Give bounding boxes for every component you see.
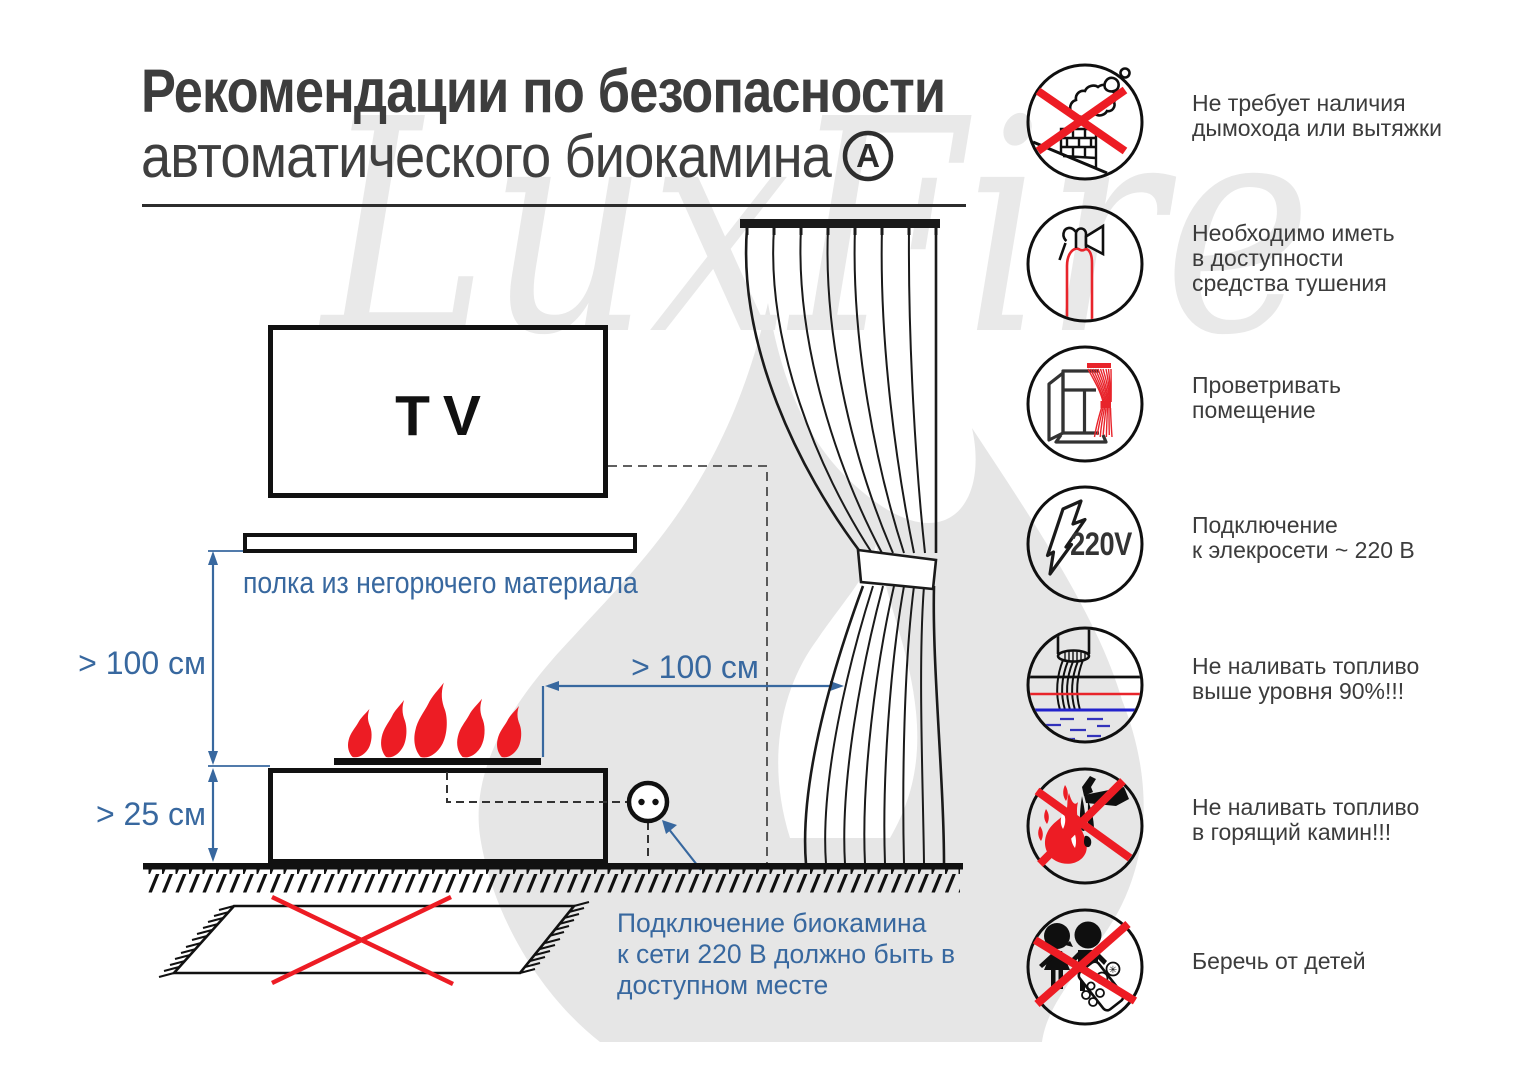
dimension-fireplace-to-curtain: [541, 681, 844, 757]
floor-hatching: [146, 869, 960, 893]
page-title: Рекомендации по безопасности: [141, 57, 946, 125]
power-outlet-icon: [626, 780, 670, 824]
recommendation-text: Необходимо иметь в доступности средства …: [1192, 219, 1395, 296]
window-curtain-icon: [1087, 363, 1113, 438]
curtain-rod: [740, 219, 940, 228]
recommendation-row-fuel-level: Не наливать топливо выше уровня 90%!!!: [1025, 625, 1485, 745]
automatic-mark-badge: A: [842, 130, 894, 182]
recommendation-text: Не наливать топливо выше уровня 90%!!!: [1192, 653, 1420, 704]
recommendation-text: Подключение к элекросети ~ 220 В: [1192, 512, 1415, 563]
prohibition-cross-icon: [1034, 778, 1133, 867]
fuel-level-icon: [1026, 626, 1144, 744]
power-220v-icon: 220V: [1026, 485, 1144, 603]
dimension-floor-label: > 25 см: [95, 796, 206, 832]
burner-plate: [334, 758, 541, 765]
recommendation-row-no-chimney: Не требует наличия дымохода или вытяжки: [1025, 62, 1485, 182]
recommendation-text: Не наливать топливо в горящий камин!!!: [1192, 794, 1420, 845]
fire-flames-icon: [347, 682, 522, 758]
recommendation-row-ventilate: Проветривать помещение: [1025, 344, 1485, 464]
rug: [158, 901, 590, 978]
recommendation-text: Не требует наличия дымохода или вытяжки: [1192, 90, 1442, 141]
no-chimney-icon: [1026, 63, 1144, 181]
curtain: [740, 219, 946, 865]
dimension-fireplace-to-floor: [208, 768, 218, 862]
page-subtitle: автоматического биокамина: [141, 123, 832, 190]
dimension-shelf-to-fireplace: [208, 550, 270, 767]
fireplace-cabinet: [268, 768, 608, 864]
prohibition-cross-icon: [1032, 920, 1138, 1008]
outlet-pointer-arrow: [662, 820, 702, 871]
voltage-label: 220V: [1070, 527, 1132, 563]
lightning-bolt-icon: [1045, 499, 1087, 576]
dimension-curtain-label: > 100 см: [631, 649, 759, 685]
tv-box: [268, 325, 608, 498]
rug-prohibition-cross: [271, 894, 454, 987]
recommendation-text: Проветривать помещение: [1192, 372, 1342, 423]
automatic-mark-letter: A: [856, 137, 880, 174]
prohibition-cross-icon: [1035, 86, 1128, 155]
curtain-tie: [856, 548, 938, 591]
room-diagram: [143, 219, 963, 987]
keep-from-children-icon: ✳: [1026, 908, 1144, 1026]
shelf-material-label: полка из негорючего материала: [243, 565, 638, 600]
rug-fringe-right: [519, 901, 590, 974]
title-divider: [142, 204, 966, 207]
outlet-access-note: Подключение биокамина к сети 220 В должн…: [617, 908, 956, 1000]
floor-line: [143, 863, 963, 870]
fire-extinguisher-icon: [1026, 205, 1144, 323]
rug-fringe-left: [158, 905, 235, 978]
wall-reference-dashed-line: [608, 465, 768, 863]
recommendation-row-children: ✳ Беречь от детей: [1025, 907, 1485, 1027]
svg-text:✳: ✳: [1109, 965, 1117, 976]
ventilate-window-icon: [1026, 345, 1144, 463]
recommendation-row-no-refill: Не наливать топливо в горящий камин!!!: [1025, 766, 1485, 886]
no-refill-burning-icon: [1026, 767, 1144, 885]
recommendation-row-extinguisher: Необходимо иметь в доступности средства …: [1025, 204, 1485, 324]
power-cable-dashed-line: [446, 772, 628, 803]
tv-label: TV: [395, 384, 494, 448]
dimension-shelf-label: > 100 см: [78, 645, 206, 681]
recommendation-text: Беречь от детей: [1192, 947, 1366, 974]
shelf: [243, 533, 637, 553]
recommendation-row-power: 220V Подключение к элекросети ~ 220 В: [1025, 484, 1485, 604]
